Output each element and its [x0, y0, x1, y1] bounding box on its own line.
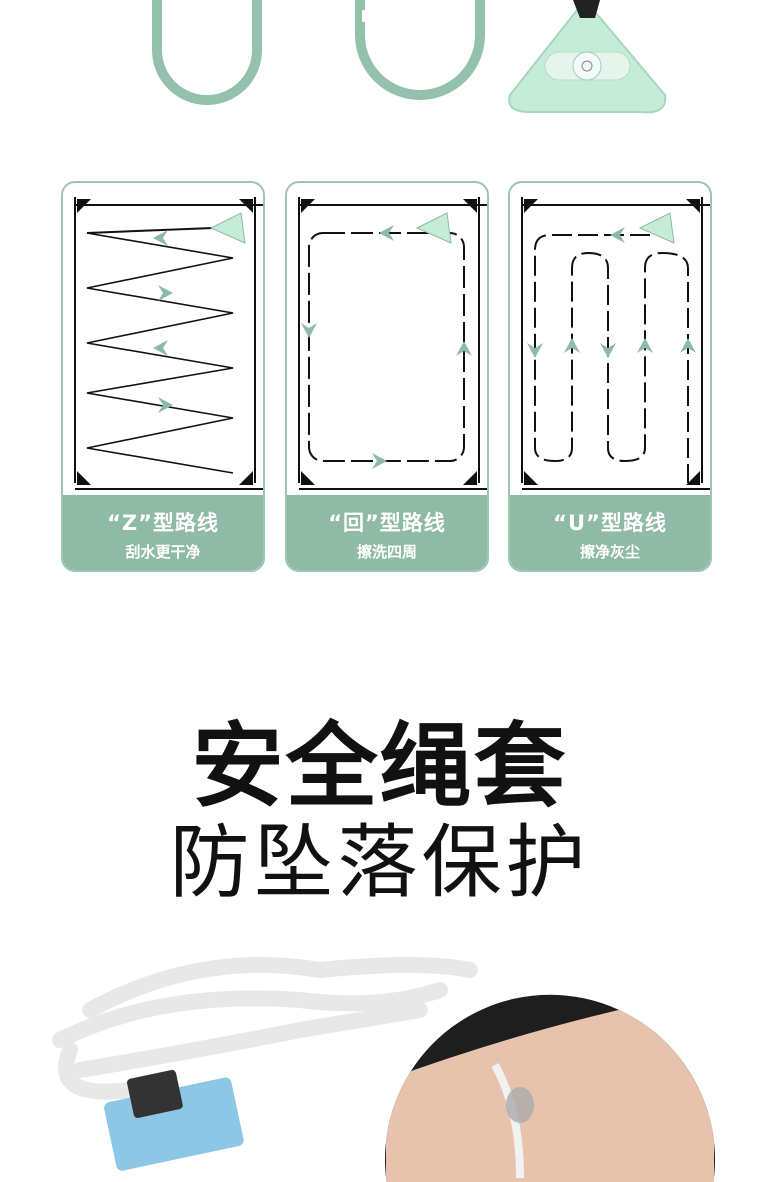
- route-label-u: “U”型路线 擦净灰尘: [510, 495, 710, 570]
- route-card-u: “U”型路线 擦净灰尘: [508, 181, 712, 572]
- section-heading: 安全绳套: [191, 713, 568, 820]
- section-subheading: 防坠落保护: [169, 816, 590, 909]
- route-card-hui: “回”型路线 擦洗四周: [285, 181, 489, 572]
- route-subtitle: 擦洗四周: [356, 543, 417, 561]
- route-card-z: “Z”型路线 刮水更干净: [61, 181, 265, 572]
- rope-loop-left: [152, 0, 262, 105]
- safety-rope-photos: [52, 957, 715, 1182]
- route-title: “回”型路线: [328, 511, 446, 535]
- window-cleaner-device: [508, 0, 667, 114]
- route-title: “Z”型路线: [107, 511, 219, 535]
- route-label-z: “Z”型路线 刮水更干净: [63, 495, 263, 570]
- route-label-hui: “回”型路线 擦洗四周: [287, 495, 487, 570]
- rope-coil-image: [52, 957, 478, 1100]
- route-subtitle: 刮水更干净: [125, 543, 201, 561]
- z-route-diagram: [74, 197, 263, 490]
- hui-route-diagram: [298, 197, 487, 490]
- route-title: “U”型路线: [553, 511, 667, 535]
- product-top-image: [152, 0, 667, 114]
- route-subtitle: 擦净灰尘: [579, 543, 640, 561]
- u-route-diagram: [521, 197, 710, 490]
- rope-loop-right: [355, 0, 485, 100]
- wrist-loop-image: [385, 994, 715, 1182]
